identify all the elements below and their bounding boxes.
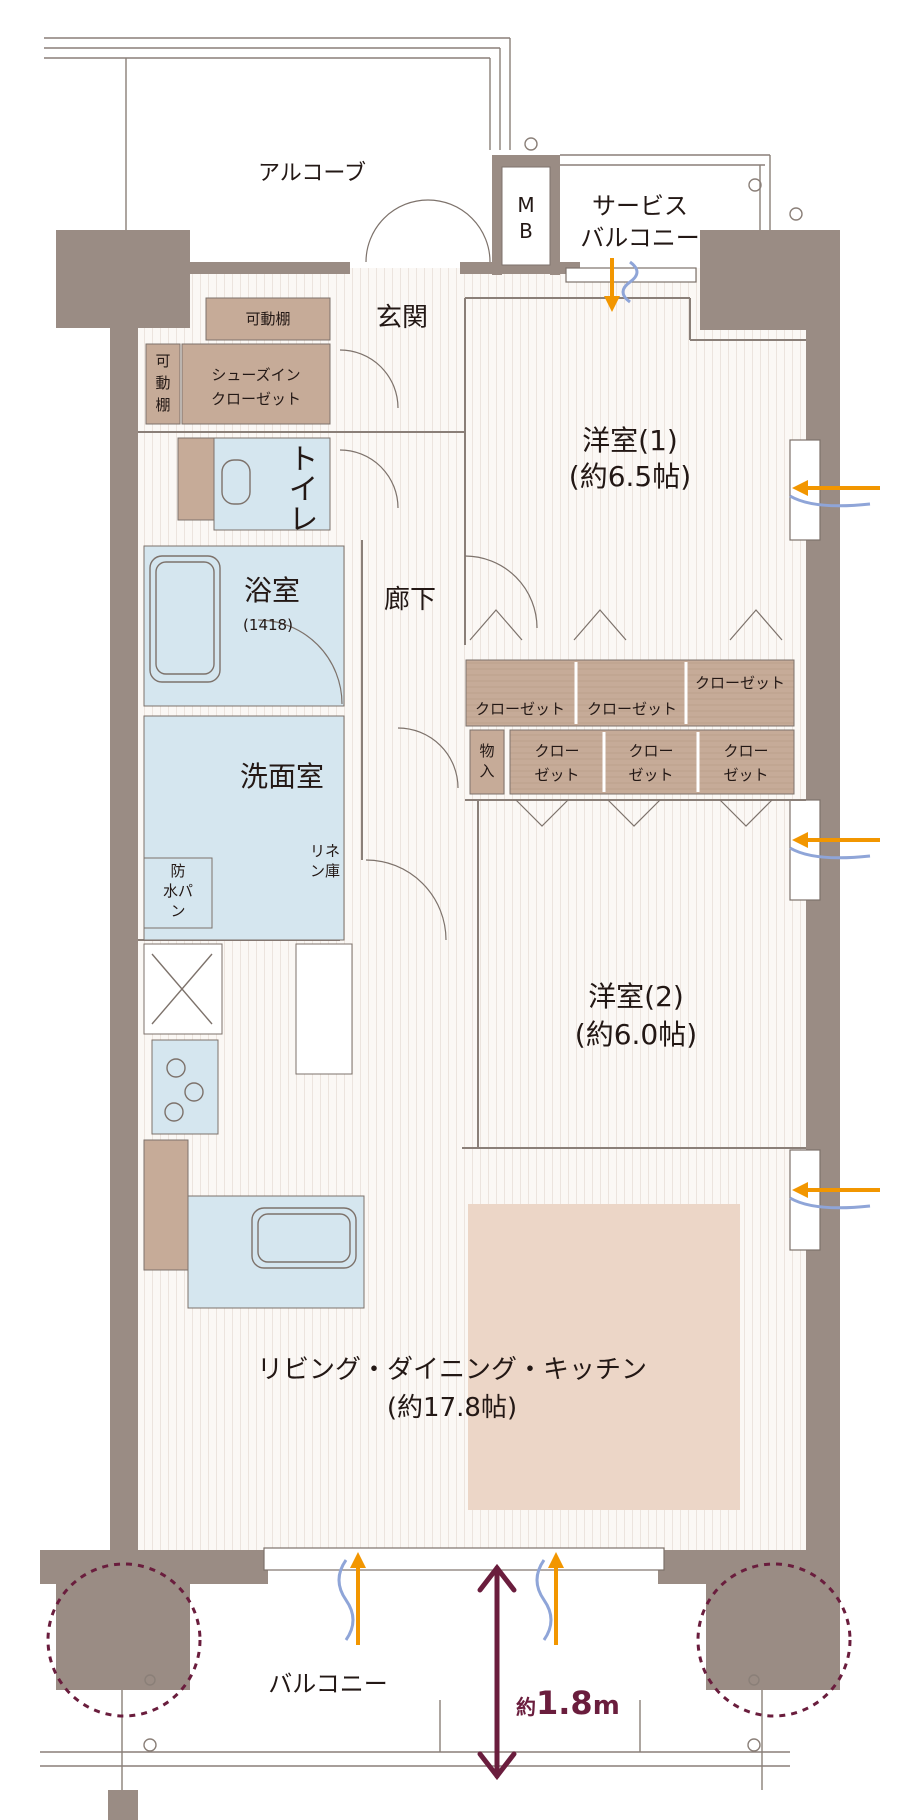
toilet-room <box>213 437 331 531</box>
service-balcony-label-2: バルコニー <box>580 224 700 252</box>
linen-label-2: ン庫 <box>310 862 340 880</box>
closet2-c-label-1: クロー <box>723 742 768 760</box>
storage-areas <box>143 297 795 1271</box>
western-room-1-size: (約6.5帖) <box>569 460 691 493</box>
movable-shelf-side-label-1: 可 <box>155 352 170 370</box>
shoes-in-closet <box>181 343 331 425</box>
closet-c-label: クローゼット <box>695 674 785 692</box>
kitchen-pantry <box>143 1139 189 1271</box>
closet2-b-label-1: クロー <box>628 742 673 760</box>
waterproof-pan-label-1: 防 <box>170 862 185 880</box>
bathroom-label: 浴室 <box>244 574 300 607</box>
ldk-label: リビング・ダイニング・キッチン <box>257 1355 647 1385</box>
western-room-2-size: (約6.0帖) <box>575 1018 697 1051</box>
mb-box <box>501 166 551 266</box>
balcony-window <box>263 1547 665 1571</box>
shoes-closet-label-2: クローゼット <box>211 390 301 408</box>
hallway-label: 廊下 <box>384 585 436 615</box>
airflow-arrows <box>350 258 880 1645</box>
balcony-depth-label: 約1.8m <box>516 1684 620 1722</box>
movable-shelf-side <box>145 343 181 425</box>
fridge-space-2 <box>295 943 353 1075</box>
waterproof-pan-label-3: ン <box>170 902 185 920</box>
entrance-label: 玄関 <box>376 303 428 333</box>
balcony-label: バルコニー <box>268 1670 388 1698</box>
doors <box>257 199 538 941</box>
balcony-post <box>108 1790 138 1820</box>
mb-label-m: M <box>517 193 534 217</box>
fixtures <box>149 459 357 1269</box>
movable-shelf-top-label: 可動棚 <box>245 310 290 328</box>
closet2-a-label-2: ゼット <box>534 766 579 784</box>
rug <box>468 1204 740 1510</box>
linen-label-1: リネ <box>310 842 340 860</box>
movable-shelf-side-label-2: 動 <box>155 374 170 392</box>
storage-cell <box>469 729 505 795</box>
closet-doors <box>469 609 783 827</box>
shoes-closet-label-1: シューズイン <box>211 366 300 384</box>
storage-label-1: 物 <box>479 742 494 760</box>
toilet-label: トイレ <box>283 443 318 533</box>
column-highlight-right <box>696 1562 852 1718</box>
toilet-storage <box>177 437 215 521</box>
movable-shelf-top <box>205 297 331 341</box>
closet-a-label: クローゼット <box>475 700 565 718</box>
closet2-c-label-2: ゼット <box>723 766 768 784</box>
balcony-depth-arrow <box>477 1563 517 1781</box>
column-highlight-left <box>46 1562 202 1718</box>
balcony-outline <box>40 1674 790 1790</box>
washroom-label: 洗面室 <box>240 760 324 793</box>
wind-swirls <box>337 260 871 1641</box>
alcove-outline <box>44 37 803 240</box>
closet-dividers <box>574 662 700 792</box>
stove-area <box>151 1039 219 1135</box>
closet2-b-label-2: ゼット <box>628 766 673 784</box>
mb-label-b: B <box>519 219 533 243</box>
service-balcony-label-1: サービス <box>592 192 688 220</box>
alcove-label: アルコーブ <box>258 161 366 186</box>
closet-row-2 <box>509 729 795 795</box>
ldk-size-label: (約17.8帖) <box>387 1393 517 1423</box>
storage-label-2: 入 <box>479 762 494 780</box>
western-room-2-label: 洋室(2) <box>588 980 684 1013</box>
bathroom-size-label: (1418) <box>243 616 293 634</box>
movable-shelf-side-label-3: 棚 <box>155 396 170 414</box>
waterproof-pan-label-2: 水パ <box>163 882 193 900</box>
closet-row-1 <box>465 659 795 727</box>
closet2-a-label-1: クロー <box>534 742 579 760</box>
waterproof-pan <box>143 857 213 929</box>
western-room-1-label: 洋室(1) <box>582 424 678 457</box>
closet-b-label: クローゼット <box>587 700 677 718</box>
